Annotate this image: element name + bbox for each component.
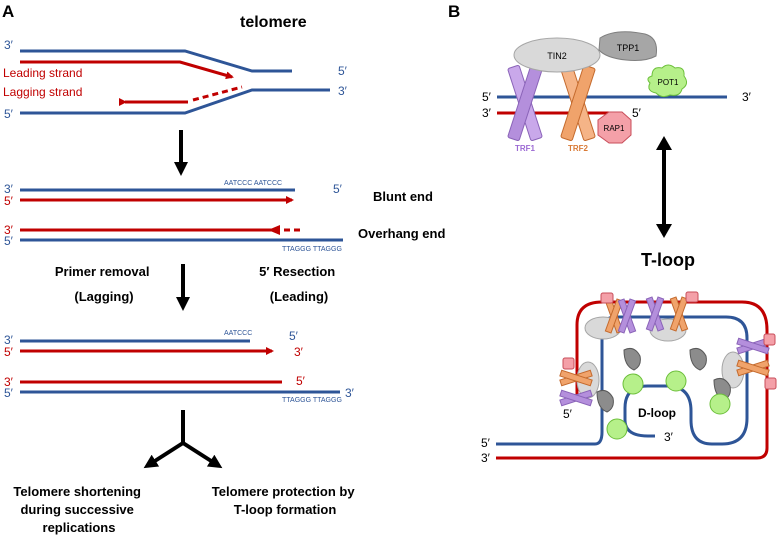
blunt-end-label: Blunt end	[373, 189, 433, 204]
outcome-protection-line-2: T-loop formation	[234, 502, 337, 517]
pair3-top-left-end: 3′	[4, 333, 14, 347]
outcome-protection-line-1: Telomere protection by	[212, 484, 356, 499]
loop-tpp1-3	[596, 390, 614, 413]
panel-a-title: telomere	[240, 14, 307, 31]
outcome-shortening: Telomere shortening during successive re…	[13, 484, 144, 535]
loop-pot1-3	[709, 393, 731, 415]
pair4-red-left-end: 3′	[4, 375, 14, 389]
loop-tpp1-1	[623, 348, 641, 371]
pair2-red-left-end: 3′	[4, 223, 14, 237]
pair3-top-sequence: AATCCC	[224, 330, 252, 337]
tin2-label: TIN2	[547, 51, 567, 61]
equilibrium-arrow-up	[656, 136, 672, 150]
blunt-end-duplex: 3′ 5′ AATCCC AATCCC 5′ Blunt end	[4, 180, 433, 208]
t-loop-title: T-loop	[641, 250, 695, 270]
primer-removal-line-2: (Lagging)	[74, 289, 133, 304]
tpp1-protein: TPP1	[598, 31, 657, 61]
loop-pot1-4	[606, 418, 628, 440]
post-processing-duplex-1: 3′ 5′ AATCCC 5′ 3′	[4, 329, 304, 359]
pair4-red-right-end: 5′	[296, 374, 306, 388]
loop-base-5-end: 5′	[481, 436, 491, 450]
loop-inner-3-end: 3′	[664, 430, 674, 444]
loop-shelterin-right	[721, 333, 777, 390]
trf2-protein: TRF2	[560, 65, 596, 153]
primer-removal-label: Primer removal (Lagging)	[55, 264, 153, 304]
pot1-protein: POT1	[647, 64, 688, 98]
fork-bottom-right-end: 3′	[338, 84, 348, 98]
equilibrium-arrow	[656, 136, 672, 238]
rap1-label: RAP1	[604, 124, 625, 133]
lagging-strand-dashed	[192, 85, 243, 102]
pair1-top-sequence: AATCCC AATCCC	[224, 180, 282, 187]
fork-bottom-blue-strand	[20, 88, 330, 115]
pair3-top-right-end: 5′	[289, 329, 299, 343]
overhang-end-duplex: 3′ 5′ TTAGGG TTAGGG Overhang end	[4, 223, 445, 253]
branch-right	[181, 441, 223, 469]
pair2-bottom-sequence: TTAGGG TTAGGG	[282, 246, 342, 253]
outcome-shortening-line-2: during successive	[20, 502, 133, 517]
rap1-protein: RAP1	[597, 111, 632, 144]
trf1-label: TRF1	[515, 144, 536, 153]
d-loop-label: D-loop	[638, 406, 676, 420]
t-loop-red-strand	[496, 300, 769, 460]
panel-b-letter: B	[448, 2, 460, 21]
outcome-protection: Telomere protection by T-loop formation	[212, 484, 358, 517]
loop-shelterin-top-left	[584, 292, 637, 340]
leading-strand-arrow	[20, 60, 234, 80]
pair2-blue-left-end: 5′	[4, 234, 14, 248]
resection-line-2: (Leading)	[270, 289, 329, 304]
tin2-protein: TIN2	[513, 37, 601, 73]
primer-removal-line-1: Primer removal	[55, 264, 150, 279]
pair1-top-left-end: 3′	[4, 182, 14, 196]
loop-inner-5-end: 5′	[563, 407, 573, 421]
pair4-bottom-sequence: TTAGGG TTAGGG	[282, 397, 342, 404]
pair3-red-right-end: 3′	[294, 345, 304, 359]
tpp1-label: TPP1	[617, 43, 640, 53]
shelterin-top-right-end: 3′	[742, 90, 752, 104]
fork-bottom-left-end: 5′	[4, 107, 14, 121]
pair4-blue-right-end: 3′	[345, 386, 355, 400]
post-processing-duplex-2: 3′ 5′ 5′ 3′ TTAGGG TTAGGG	[4, 374, 355, 404]
leading-strand-label: Leading strand	[3, 66, 82, 80]
pair2-red-arrowhead	[268, 225, 280, 235]
pair1-red-left-end: 5′	[4, 194, 14, 208]
outcome-shortening-line-3: replications	[43, 520, 116, 535]
shelterin-red-right-end: 5′	[632, 106, 642, 120]
overhang-end-label: Overhang end	[358, 226, 445, 241]
equilibrium-arrow-down	[656, 224, 672, 238]
loop-shelterin-left	[559, 357, 600, 407]
resection-label: 5′ Resection (Leading)	[259, 264, 339, 304]
pair4-blue-left-end: 5′	[4, 386, 14, 400]
shelterin-red-left-end: 3′	[482, 106, 492, 120]
fork-top-left-end: 3′	[4, 38, 14, 52]
pair3-red-left-end: 5′	[4, 345, 14, 359]
pot1-label: POT1	[658, 78, 679, 87]
lagging-strand-label: Lagging strand	[3, 85, 82, 99]
pair1-top-right-end: 5′	[333, 182, 343, 196]
replication-fork: 3′ 5′ 5′ 3′ Leading strand Lagging stran…	[3, 38, 348, 121]
branch-arrow	[143, 410, 223, 469]
shelterin-top-left-end: 5′	[482, 90, 492, 104]
resection-line-1: 5′ Resection	[259, 264, 335, 279]
outcome-shortening-line-1: Telomere shortening	[13, 484, 141, 499]
trf1-protein: TRF1	[507, 65, 543, 153]
fork-top-right-end: 5′	[338, 64, 348, 78]
loop-pot1-2	[665, 370, 687, 392]
loop-tpp1-2	[689, 348, 707, 371]
branch-left	[143, 441, 185, 469]
shelterin-complex: 5′ 3′ 3′ 5′ TRF1 TRF2 TIN2 TPP1 POT1	[482, 31, 752, 153]
t-loop-structure: D-loop 5′ 3′ 5′ 3′	[481, 291, 777, 465]
panel-a-letter: A	[2, 2, 14, 21]
fork-top-blue-strand	[20, 49, 292, 73]
trf2-label: TRF2	[568, 144, 589, 153]
loop-shelterin-top-right	[645, 291, 699, 342]
loop-base-3-end: 3′	[481, 451, 491, 465]
loop-pot1-1	[622, 373, 644, 395]
